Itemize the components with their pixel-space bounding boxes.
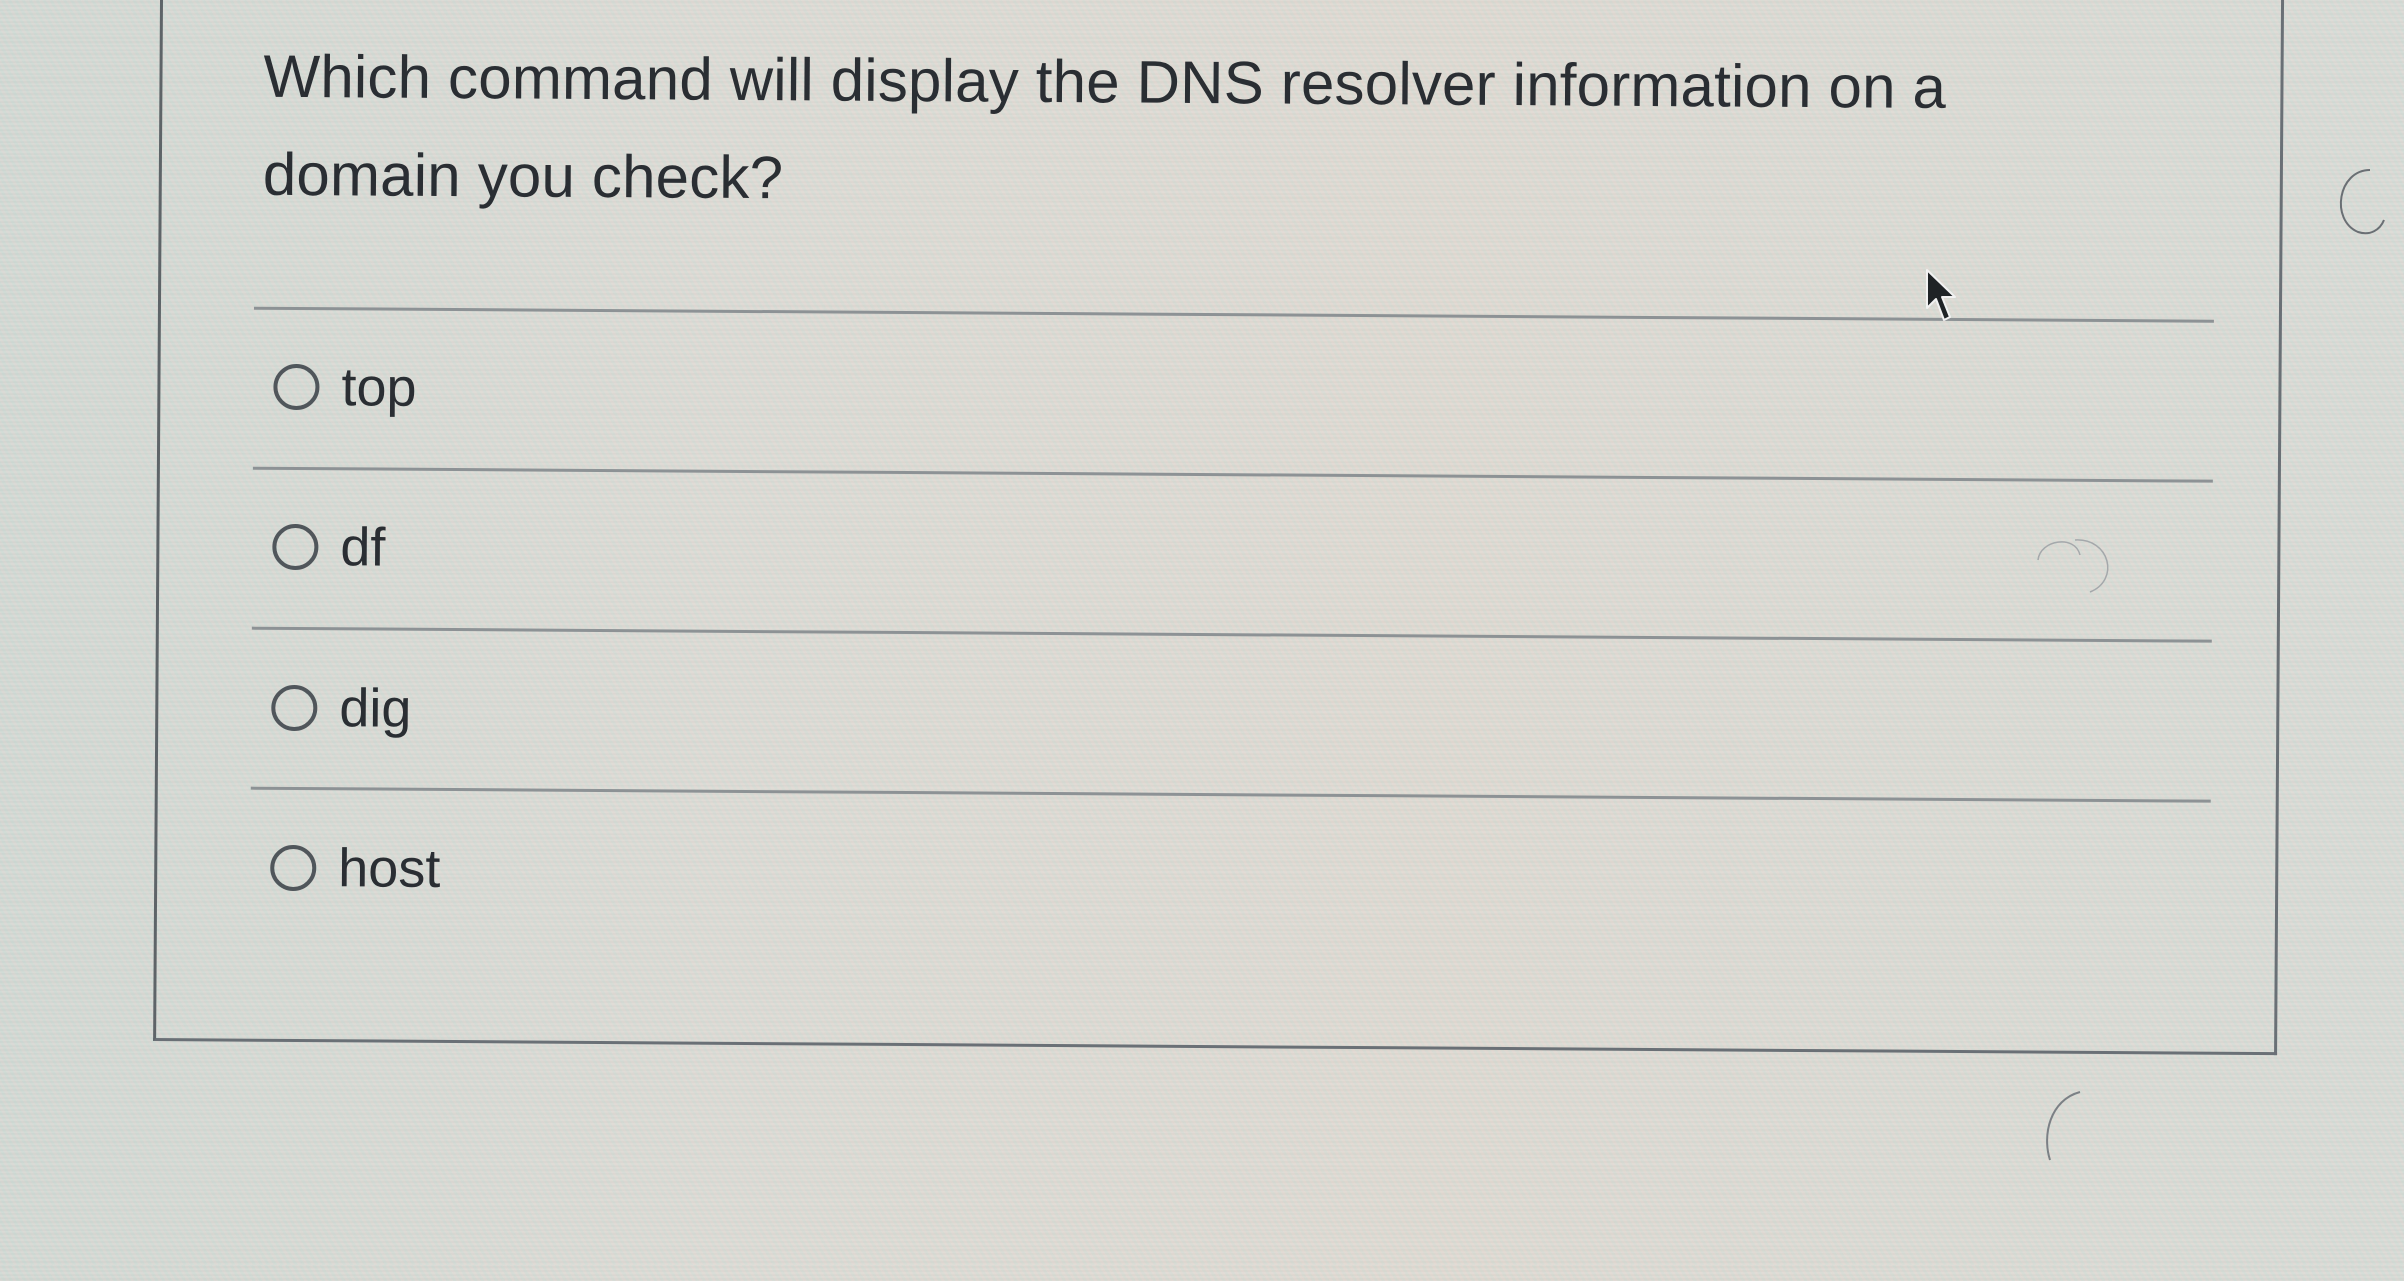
option-df[interactable]: df: [272, 517, 386, 578]
question-text: Which command will display the DNS resol…: [262, 42, 1947, 212]
option-label: df: [340, 517, 386, 578]
radio-unchecked-icon[interactable]: [271, 684, 318, 732]
radio-unchecked-icon[interactable]: [272, 523, 319, 571]
glare-arc-icon: [2340, 169, 2385, 235]
radio-unchecked-icon[interactable]: [273, 363, 320, 411]
option-dig[interactable]: dig: [271, 678, 412, 739]
radio-unchecked-icon[interactable]: [270, 844, 317, 892]
option-label: top: [341, 357, 417, 418]
glare-arc-icon: [2046, 1091, 2081, 1161]
mouse-pointer-icon: [1926, 269, 1956, 321]
option-label: host: [338, 838, 441, 899]
option-top[interactable]: top: [273, 357, 417, 418]
option-host[interactable]: host: [270, 838, 441, 899]
option-label: dig: [339, 678, 412, 739]
glare-arc-icon: [2037, 539, 2109, 593]
